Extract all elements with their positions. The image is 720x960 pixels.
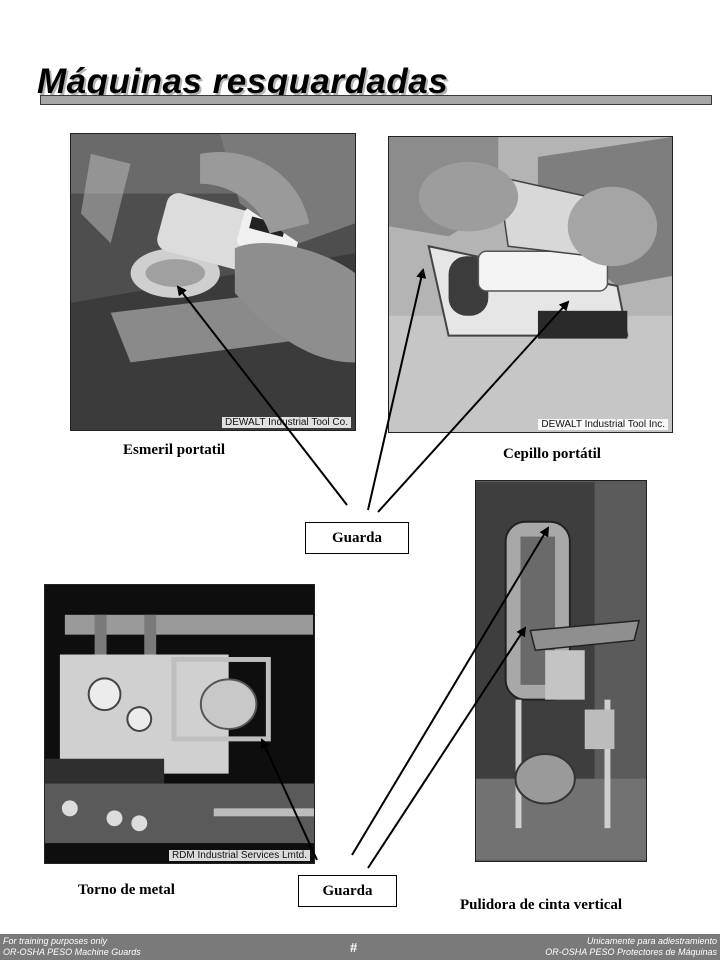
footer-right-line2: OR-OSHA PESO Protectores de Máquinas — [545, 947, 717, 957]
grinder-photo: DEWALT Industrial Tool Co. — [70, 133, 356, 431]
sander-photo: DEWALT Industrial Tool Inc. — [388, 136, 673, 433]
sander-caption: Cepillo portátil — [503, 446, 601, 462]
grinder-illustration — [71, 134, 355, 430]
guard-label-top: Guarda — [305, 522, 409, 554]
belt-sander-illustration — [389, 137, 672, 432]
grinder-caption: Esmeril portatil — [123, 442, 226, 458]
footer-bar: For training purposes only OR-OSHA PESO … — [0, 934, 720, 960]
title-underline-bar — [40, 95, 712, 105]
lathe-caption: Torno de metal — [78, 882, 175, 898]
page-number: # — [350, 940, 358, 955]
vertical-polisher-photo — [475, 480, 647, 862]
sander-photo-credit: DEWALT Industrial Tool Inc. — [538, 419, 668, 430]
footer-left: For training purposes only OR-OSHA PESO … — [3, 936, 141, 958]
footer-right: Unicamente para adiestramiento OR-OSHA P… — [545, 936, 717, 958]
footer-right-line1: Unicamente para adiestramiento — [586, 936, 717, 946]
lathe-photo: RDM Industrial Services Lmtd. — [44, 584, 315, 864]
grinder-photo-credit: DEWALT Industrial Tool Co. — [221, 417, 351, 428]
footer-left-line2: OR-OSHA PESO Machine Guards — [3, 947, 141, 957]
vertical-polisher-caption: Pulidora de cinta vertical — [460, 897, 623, 913]
vertical-belt-polisher-illustration — [476, 482, 646, 860]
page-title: Máquinas resguardadas — [37, 62, 449, 101]
footer-left-line1: For training purposes only — [3, 936, 108, 946]
lathe-photo-credit: RDM Industrial Services Lmtd. — [168, 850, 310, 861]
guard-label-bottom: Guarda — [298, 875, 397, 907]
metal-lathe-illustration — [45, 585, 314, 863]
